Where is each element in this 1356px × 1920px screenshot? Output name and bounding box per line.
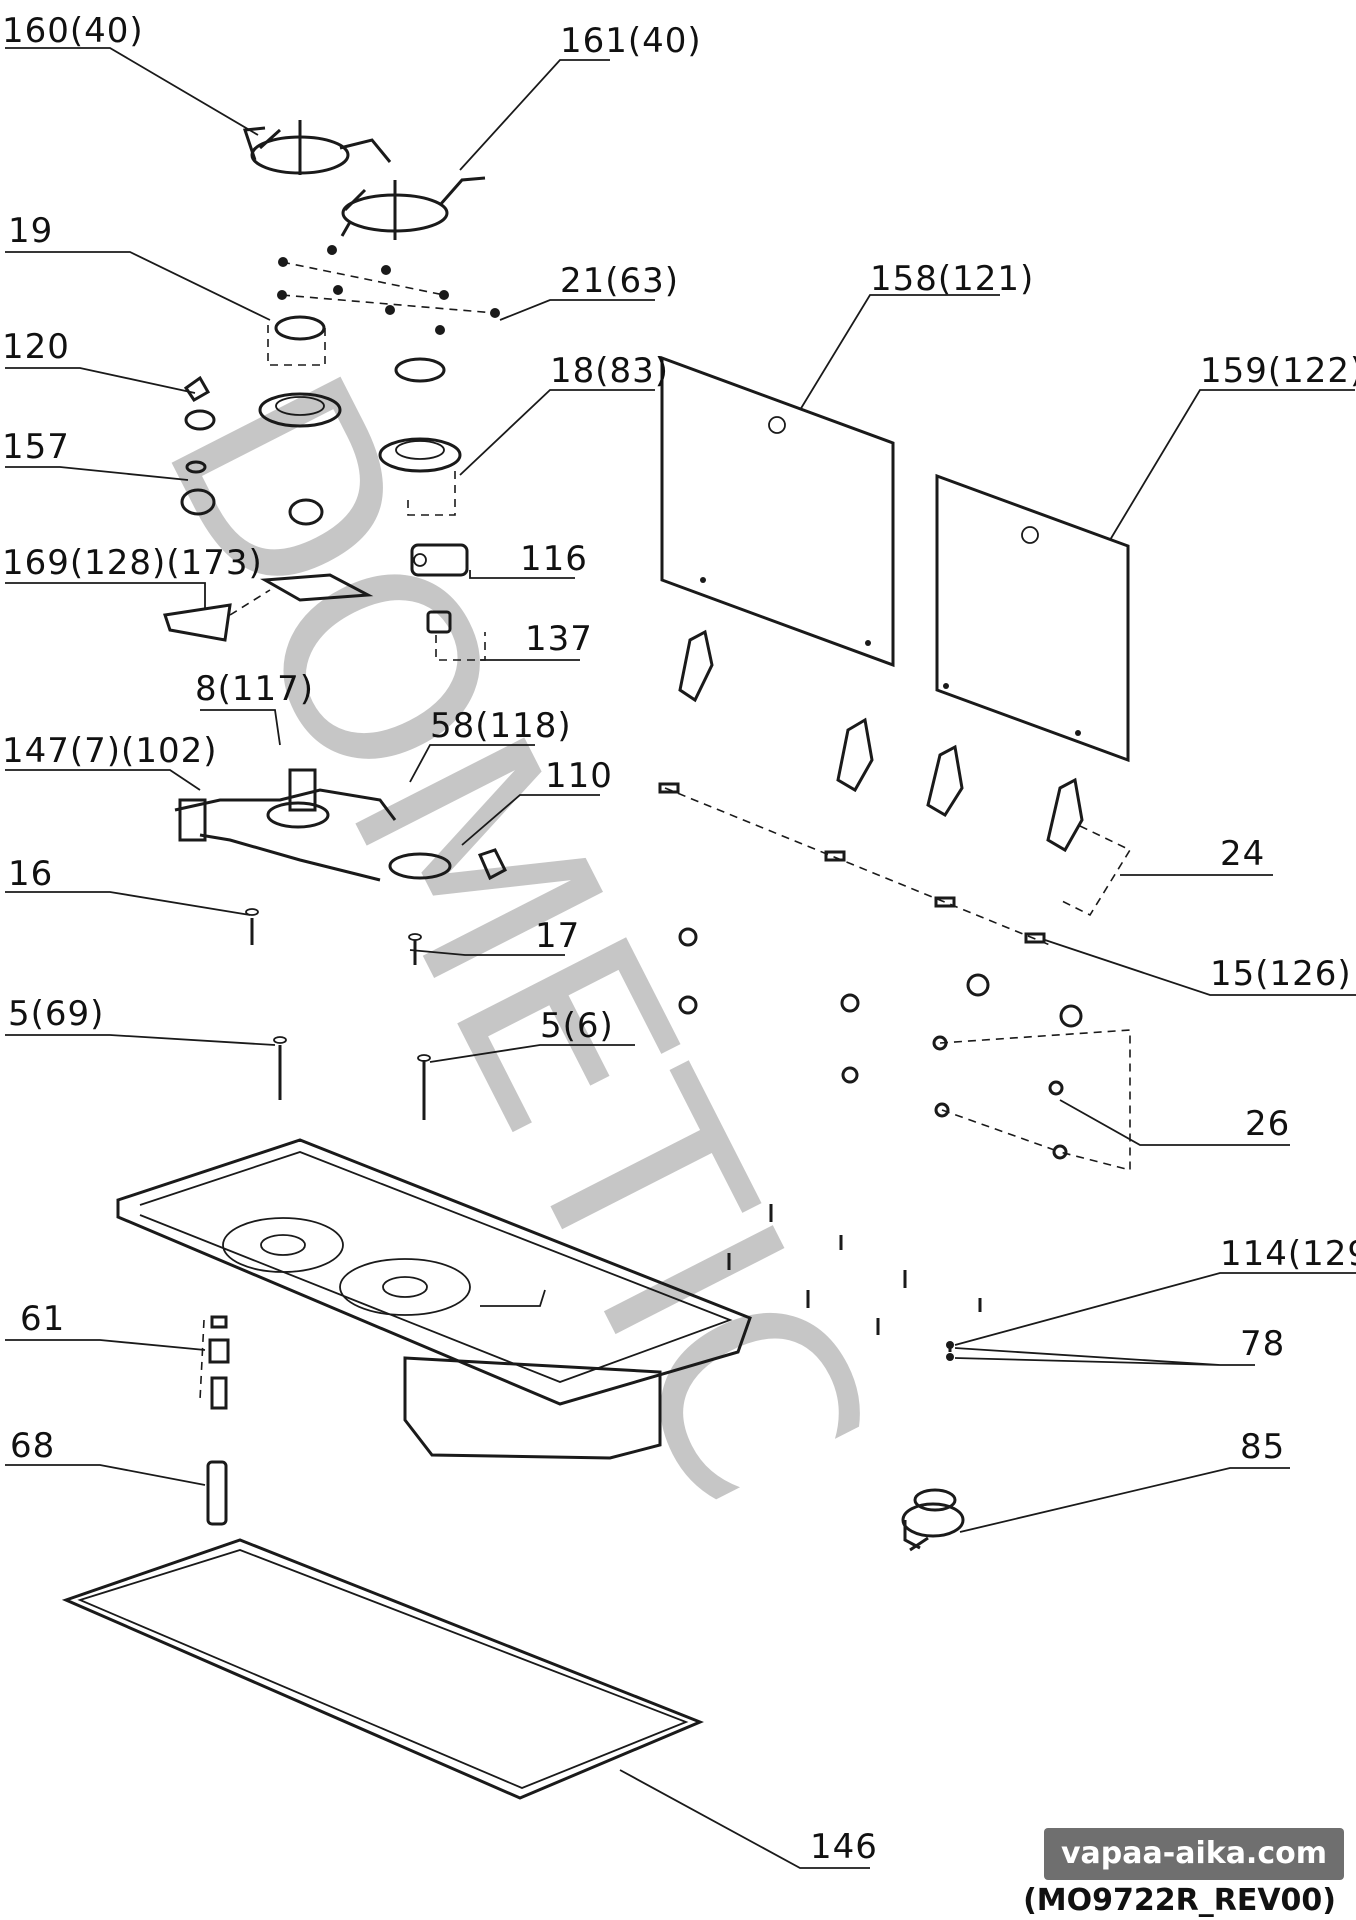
label-68: 68 [10, 1426, 55, 1466]
screws-114-78 [727, 1204, 982, 1361]
label-16: 16 [8, 854, 53, 894]
label-61: 61 [20, 1299, 65, 1339]
hinge-pins-15 [658, 782, 1051, 946]
label-157: 157 [2, 427, 70, 467]
label-158: 158(121) [870, 259, 1034, 299]
label-137: 137 [525, 619, 593, 659]
grommets-26 [678, 927, 1131, 1172]
label-17: 17 [535, 916, 580, 956]
label-120: 120 [2, 327, 70, 367]
parts-61 [199, 1315, 230, 1410]
burner-left [258, 315, 342, 428]
pan-support-160 [242, 120, 392, 175]
label-160: 160(40) [2, 11, 144, 51]
part-68 [206, 1460, 228, 1526]
model-code: (MO9722R_REV00) [1023, 1883, 1336, 1918]
label-159: 159(122) [1200, 351, 1356, 391]
valve-116 [410, 543, 469, 577]
label-26: 26 [1245, 1104, 1290, 1144]
pan-support-161 [340, 176, 486, 240]
label-110: 110 [545, 756, 613, 796]
label-78: 78 [1240, 1324, 1285, 1364]
site-watermark-badge: vapaa-aika.com [1044, 1828, 1344, 1880]
glass-lid-158 [660, 355, 895, 668]
label-19: 19 [8, 211, 53, 251]
electrodes [245, 908, 431, 1120]
label-8: 8(117) [195, 669, 314, 709]
bracket-169 [163, 573, 374, 642]
leader-lines [5, 47, 1356, 1869]
label-18: 18(83) [550, 351, 669, 391]
label-161: 161(40) [560, 21, 702, 61]
label-5b: 5(6) [540, 1006, 614, 1046]
label-21: 21(63) [560, 261, 679, 301]
label-169: 169(128)(173) [2, 543, 263, 583]
label-15: 15(126) [1210, 954, 1352, 994]
knob-157 [180, 460, 324, 526]
label-58: 58(118) [430, 706, 572, 746]
hinges-24 [678, 629, 1132, 917]
label-114: 114(129) [1220, 1234, 1356, 1274]
label-116: 116 [520, 539, 588, 579]
burner-right [378, 357, 462, 516]
part-137 [426, 610, 486, 661]
label-147: 147(7)(102) [2, 731, 217, 771]
callout-labels: 160(40) 161(40) 19 21(63) 158(121) 159(1… [2, 11, 1356, 1867]
knob-120 [183, 375, 216, 431]
hob-sink-tray [116, 1138, 752, 1460]
label-5a: 5(69) [8, 994, 104, 1034]
drain-85 [901, 1488, 965, 1552]
rubber-feet-21 [277, 245, 500, 335]
label-85: 85 [1240, 1427, 1285, 1467]
label-146: 146 [810, 1827, 878, 1867]
glass-lid-159 [935, 473, 1130, 763]
gas-manifold-147 [174, 768, 507, 882]
gasket-146 [61, 1538, 704, 1800]
label-24: 24 [1220, 834, 1265, 874]
